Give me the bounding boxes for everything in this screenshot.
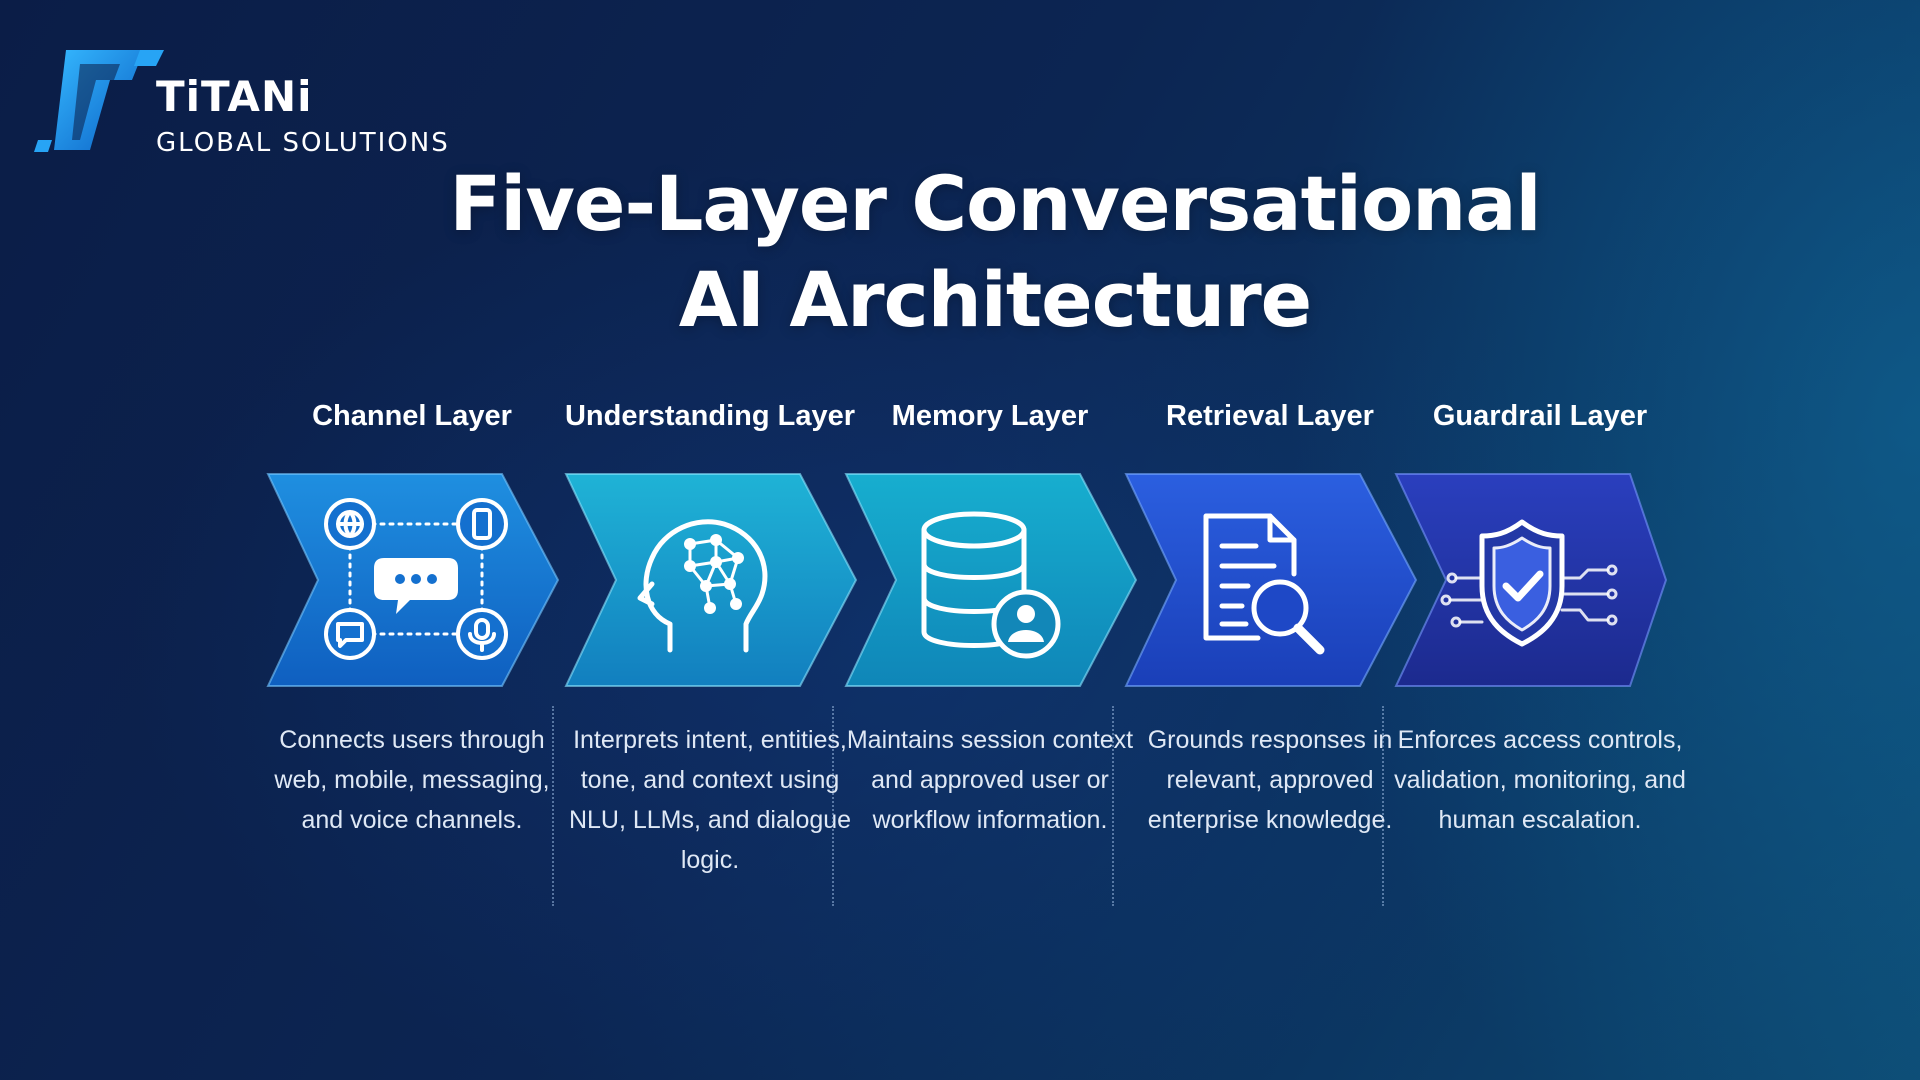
- layer-description: Connects users through web, mobile, mess…: [274, 726, 550, 834]
- shield-check-icon: [1440, 519, 1618, 647]
- database-user-icon: [921, 511, 1061, 659]
- layer-chevron: [560, 473, 860, 687]
- layer-divider: [832, 706, 834, 906]
- layer-chevron: [262, 473, 562, 687]
- layer-chevron: [1390, 473, 1690, 687]
- brain-network-icon: [637, 519, 768, 653]
- layer-understanding: Understanding Layer: [560, 396, 860, 936]
- layer-guardrail: Guardrail Layer: [1390, 396, 1690, 936]
- title-line-2: AI Architecture: [678, 255, 1312, 344]
- brand-logo: TiTANi GLOBAL SOLUTIONS: [32, 46, 472, 166]
- page-title: Five-Layer Conversational AI Architectur…: [410, 156, 1580, 348]
- layer-description: Maintains session context and approved u…: [846, 726, 1134, 834]
- logo-mark-icon: [34, 50, 164, 152]
- layer-description: Interprets intent, entities, tone, and c…: [568, 726, 852, 874]
- layer-title: Understanding Layer: [564, 400, 856, 432]
- document-search-icon: [1203, 513, 1325, 655]
- layer-memory: Memory Layer: [840, 396, 1140, 936]
- layer-chevron: [840, 473, 1140, 687]
- layer-retrieval: Retrieval Layer Grounds: [1120, 396, 1420, 936]
- layer-description: Enforces access controls, validation, mo…: [1394, 726, 1686, 834]
- layer-title: Retrieval Layer: [1166, 400, 1374, 432]
- title-line-1: Five-Layer Conversational: [449, 159, 1541, 248]
- brand-tagline: GLOBAL SOLUTIONS: [156, 128, 450, 158]
- layer-title: Channel Layer: [312, 400, 512, 432]
- layer-flow: Channel Layer: [262, 396, 1686, 936]
- layer-title: Guardrail Layer: [1432, 400, 1648, 432]
- channel-hub-icon: [324, 498, 508, 660]
- layer-description: Grounds responses in relevant, approved …: [1147, 726, 1393, 834]
- layer-title: Memory Layer: [891, 400, 1089, 432]
- layer-divider: [552, 706, 554, 906]
- layer-divider: [1112, 706, 1114, 906]
- layer-channel: Channel Layer: [262, 396, 562, 936]
- layer-chevron: [1120, 473, 1420, 687]
- brand-name: TiTANi: [156, 72, 313, 121]
- layer-divider: [1382, 706, 1384, 906]
